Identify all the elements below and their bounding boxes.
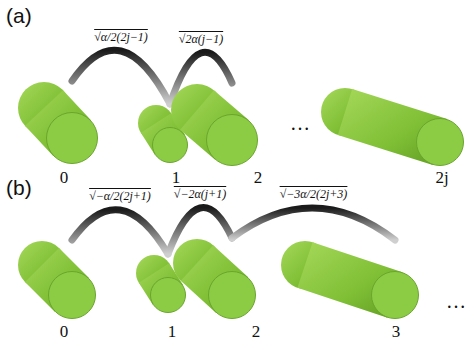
waveguide-cylinder xyxy=(172,238,257,320)
waveguide-index: 1 xyxy=(168,322,177,342)
waveguide-index: 1 xyxy=(172,168,181,188)
panel-label: (b) xyxy=(6,176,32,200)
waveguide-node: 2 xyxy=(170,83,259,167)
waveguide-node: 2j xyxy=(320,87,465,167)
panel-label: (a) xyxy=(6,4,32,28)
waveguide-cylinder xyxy=(170,83,259,167)
waveguide-index: 2j xyxy=(435,168,448,188)
waveguide-cylinder xyxy=(17,240,97,320)
coupling-label: √−α/2(2j+1) xyxy=(89,188,151,204)
ellipsis: … xyxy=(290,112,310,135)
ellipsis: … xyxy=(446,290,466,313)
coupling-label: √2α(j−1) xyxy=(179,31,223,47)
waveguide-index: 2 xyxy=(252,322,261,342)
coupling-label: √α/2(2j−1) xyxy=(94,29,148,45)
waveguide-index: 0 xyxy=(60,168,69,188)
waveguide-cylinder xyxy=(320,87,465,167)
waveguide-cylinder xyxy=(280,240,420,320)
waveguide-cylinder xyxy=(17,81,99,165)
coupling-arc xyxy=(232,208,395,240)
waveguide-index: 2 xyxy=(254,168,263,188)
coupling-label: √−2α(j+1) xyxy=(174,186,226,202)
coupling-label: √−3α/2(2j+3) xyxy=(280,186,348,202)
waveguide-node: 2 xyxy=(172,238,257,320)
waveguide-index: 3 xyxy=(392,322,401,342)
coupling-arc xyxy=(72,50,170,104)
waveguide-index: 0 xyxy=(60,322,69,342)
waveguide-node: 0 xyxy=(17,81,99,165)
waveguide-node: 3 xyxy=(280,240,420,320)
coupling-arc xyxy=(72,210,168,254)
waveguide-node: 0 xyxy=(17,240,97,320)
